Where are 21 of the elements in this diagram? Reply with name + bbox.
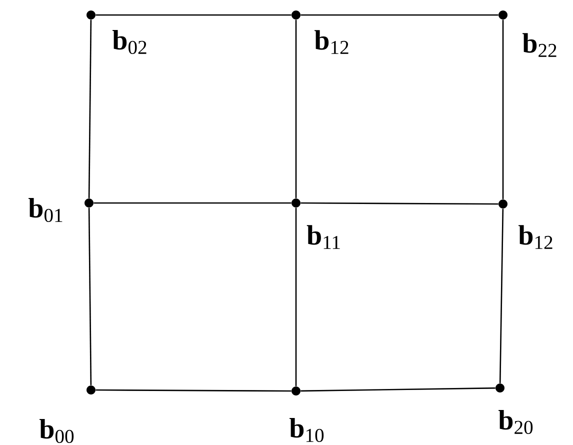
point-label: b$_{20}$	[498, 410, 533, 434]
line	[295, 20, 297, 198]
point-label: b$_{22}$	[522, 33, 556, 57]
point-label: b$_{11}$	[306, 225, 340, 249]
point-label: b$_{10}$	[290, 418, 324, 442]
line	[300, 202, 498, 205]
point-label: b$_{12}$	[518, 225, 552, 249]
line	[300, 14, 498, 16]
line	[94, 202, 292, 204]
line	[295, 208, 297, 386]
point-label: b$_{12}$	[314, 30, 348, 54]
line	[88, 208, 92, 386]
point-label: b$_{00}$	[40, 418, 74, 444]
line	[88, 20, 92, 198]
line	[300, 387, 496, 392]
line	[502, 20, 504, 200]
line	[499, 208, 504, 384]
point-label: b$_{01}$	[28, 198, 62, 222]
line	[96, 14, 292, 16]
line	[96, 389, 292, 392]
point-label: b$_{02}$	[112, 30, 146, 54]
